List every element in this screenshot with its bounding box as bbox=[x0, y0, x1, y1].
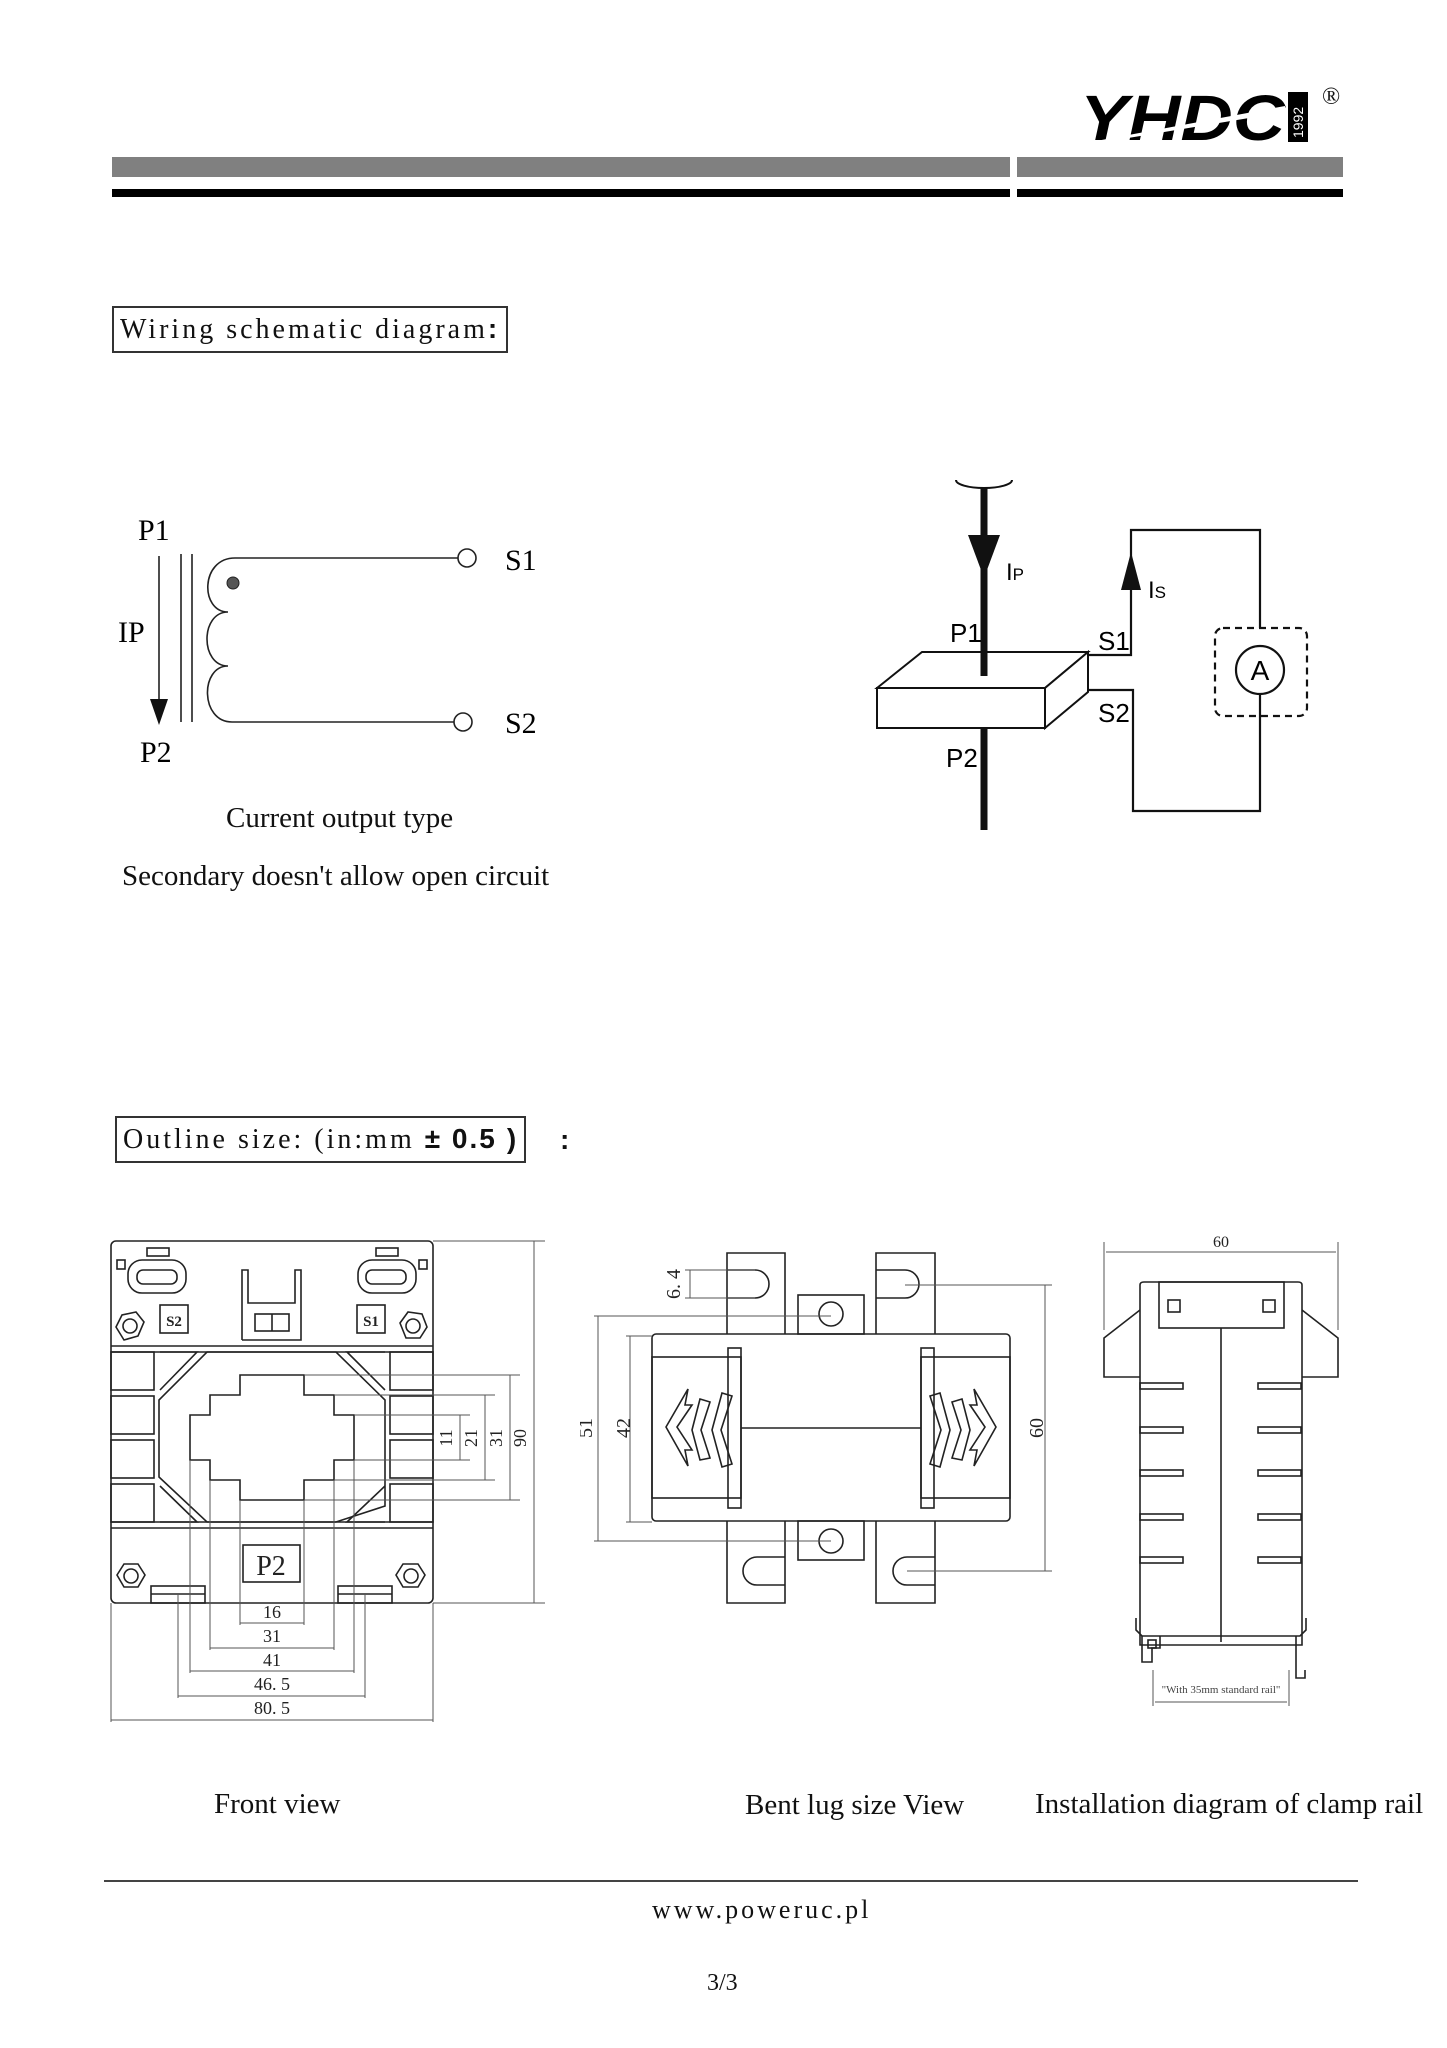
outline-title-colon: : bbox=[560, 1124, 570, 1155]
rail-body-outline bbox=[1139, 1281, 1303, 1646]
ip-label: IP bbox=[1006, 559, 1024, 586]
header-rule-gray-left bbox=[112, 157, 1010, 177]
yhdc-logo-graphic: YHDC 1992 bbox=[1080, 82, 1308, 154]
dim-v-31: 31 bbox=[486, 1429, 506, 1447]
header-rule-gray-right bbox=[1017, 157, 1343, 177]
wiring-section-title: Wiring schematic diagram: bbox=[112, 306, 509, 353]
outline-title-tolerance: ± 0.5 bbox=[424, 1123, 497, 1154]
clamp-rail-drawing: 60 "With 35mm standard rail" bbox=[1103, 1234, 1339, 1706]
dim-lug-60: 60 bbox=[1026, 1418, 1048, 1438]
s1-terminal-icon bbox=[457, 548, 477, 568]
schematic-s2-label: S2 bbox=[505, 707, 537, 740]
logo-year: 1992 bbox=[1290, 107, 1306, 138]
rail-dim-60: 60 bbox=[1213, 1234, 1229, 1251]
footer-url[interactable]: www.poweruc.pl bbox=[652, 1895, 872, 1924]
front-view-caption: Front view bbox=[214, 1788, 341, 1820]
rail-caption: Installation diagram of clamp rail bbox=[1035, 1788, 1424, 1820]
header-rule-black-right bbox=[1017, 189, 1343, 197]
secondary-coil bbox=[206, 557, 236, 723]
secondary-wire-s1 bbox=[1088, 528, 1262, 657]
header-rule-black-left bbox=[112, 189, 1010, 197]
schematic-caption-warning: Secondary doesn't allow open circuit bbox=[122, 860, 550, 892]
pictorial-p1-label: P1 bbox=[950, 618, 982, 648]
primary-arrow-icon bbox=[150, 699, 168, 725]
schematic-caption-type: Current output type bbox=[226, 802, 454, 834]
bent-lug-drawing: 6. 4 51 42 60 bbox=[580, 1252, 1052, 1604]
front-window-aperture bbox=[189, 1374, 355, 1501]
dim-h-16: 16 bbox=[263, 1602, 281, 1622]
registered-mark: ® bbox=[1322, 84, 1341, 110]
front-p2-label: P2 bbox=[256, 1551, 286, 1582]
transformer-schematic: P1 IP P2 S1 S2 bbox=[118, 514, 537, 769]
schematic-ip-label: IP bbox=[118, 616, 145, 649]
wiring-title-colon: : bbox=[487, 313, 501, 344]
pictorial-s2-label: S2 bbox=[1098, 698, 1130, 728]
schematic-p2-label: P2 bbox=[140, 736, 172, 769]
ct-box-front bbox=[876, 687, 1046, 729]
footer-rule bbox=[104, 1880, 1358, 1882]
page-number: 3/3 bbox=[707, 1970, 738, 1996]
front-view-drawing: S2 S1 P2 11 21 31 90 16 31 41 46. 5 80. … bbox=[110, 1240, 545, 1722]
outline-title-close: ) bbox=[506, 1123, 519, 1154]
ip-arrow-icon bbox=[968, 535, 1000, 578]
logo-text: YHDC bbox=[1080, 86, 1286, 146]
outline-section-title: Outline size: (in:mm ± 0.5 ) bbox=[115, 1116, 527, 1163]
is-arrow-icon bbox=[1121, 552, 1141, 590]
front-s1-label: S1 bbox=[363, 1314, 379, 1330]
schematic-p1-label: P1 bbox=[138, 514, 170, 547]
polarity-dot-icon bbox=[226, 576, 240, 590]
dim-h-41: 41 bbox=[263, 1650, 281, 1670]
dim-slot-6-4: 6. 4 bbox=[663, 1269, 685, 1299]
wiring-title-text: Wiring schematic diagram bbox=[120, 314, 488, 345]
ammeter-label: A bbox=[1251, 655, 1270, 686]
yhdc-logo: YHDC 1992 bbox=[1080, 82, 1320, 154]
dim-h-31: 31 bbox=[263, 1626, 281, 1646]
dim-h-80-5: 80. 5 bbox=[254, 1698, 290, 1718]
ct-aperture bbox=[955, 480, 1013, 489]
pictorial-s1-label: S1 bbox=[1098, 626, 1130, 656]
secondary-wire-s2 bbox=[1088, 688, 1262, 813]
dim-inner-42: 42 bbox=[613, 1418, 635, 1438]
meter-enclosure bbox=[1213, 626, 1309, 718]
ammeter-icon bbox=[1234, 644, 1286, 696]
dim-v-21: 21 bbox=[461, 1429, 481, 1447]
dim-outer-51: 51 bbox=[580, 1418, 597, 1438]
outline-title-prefix: Outline size: (in:mm bbox=[123, 1124, 415, 1155]
dim-v-11: 11 bbox=[436, 1429, 456, 1446]
ct-box-side bbox=[1044, 649, 1089, 731]
bent-lug-caption: Bent lug size View bbox=[745, 1789, 965, 1821]
rail-note: "With 35mm standard rail" bbox=[1162, 1684, 1281, 1696]
is-label: IS bbox=[1148, 577, 1166, 604]
front-s2-label: S2 bbox=[166, 1314, 182, 1330]
dim-h-46-5: 46. 5 bbox=[254, 1674, 290, 1694]
wiring-pictorial: IP P1 P2 IS S1 S2 A bbox=[874, 480, 1309, 830]
dim-v-90: 90 bbox=[510, 1429, 530, 1447]
schematic-s1-label: S1 bbox=[505, 544, 537, 577]
pictorial-p2-label: P2 bbox=[946, 743, 978, 773]
s2-terminal-icon bbox=[453, 712, 473, 732]
